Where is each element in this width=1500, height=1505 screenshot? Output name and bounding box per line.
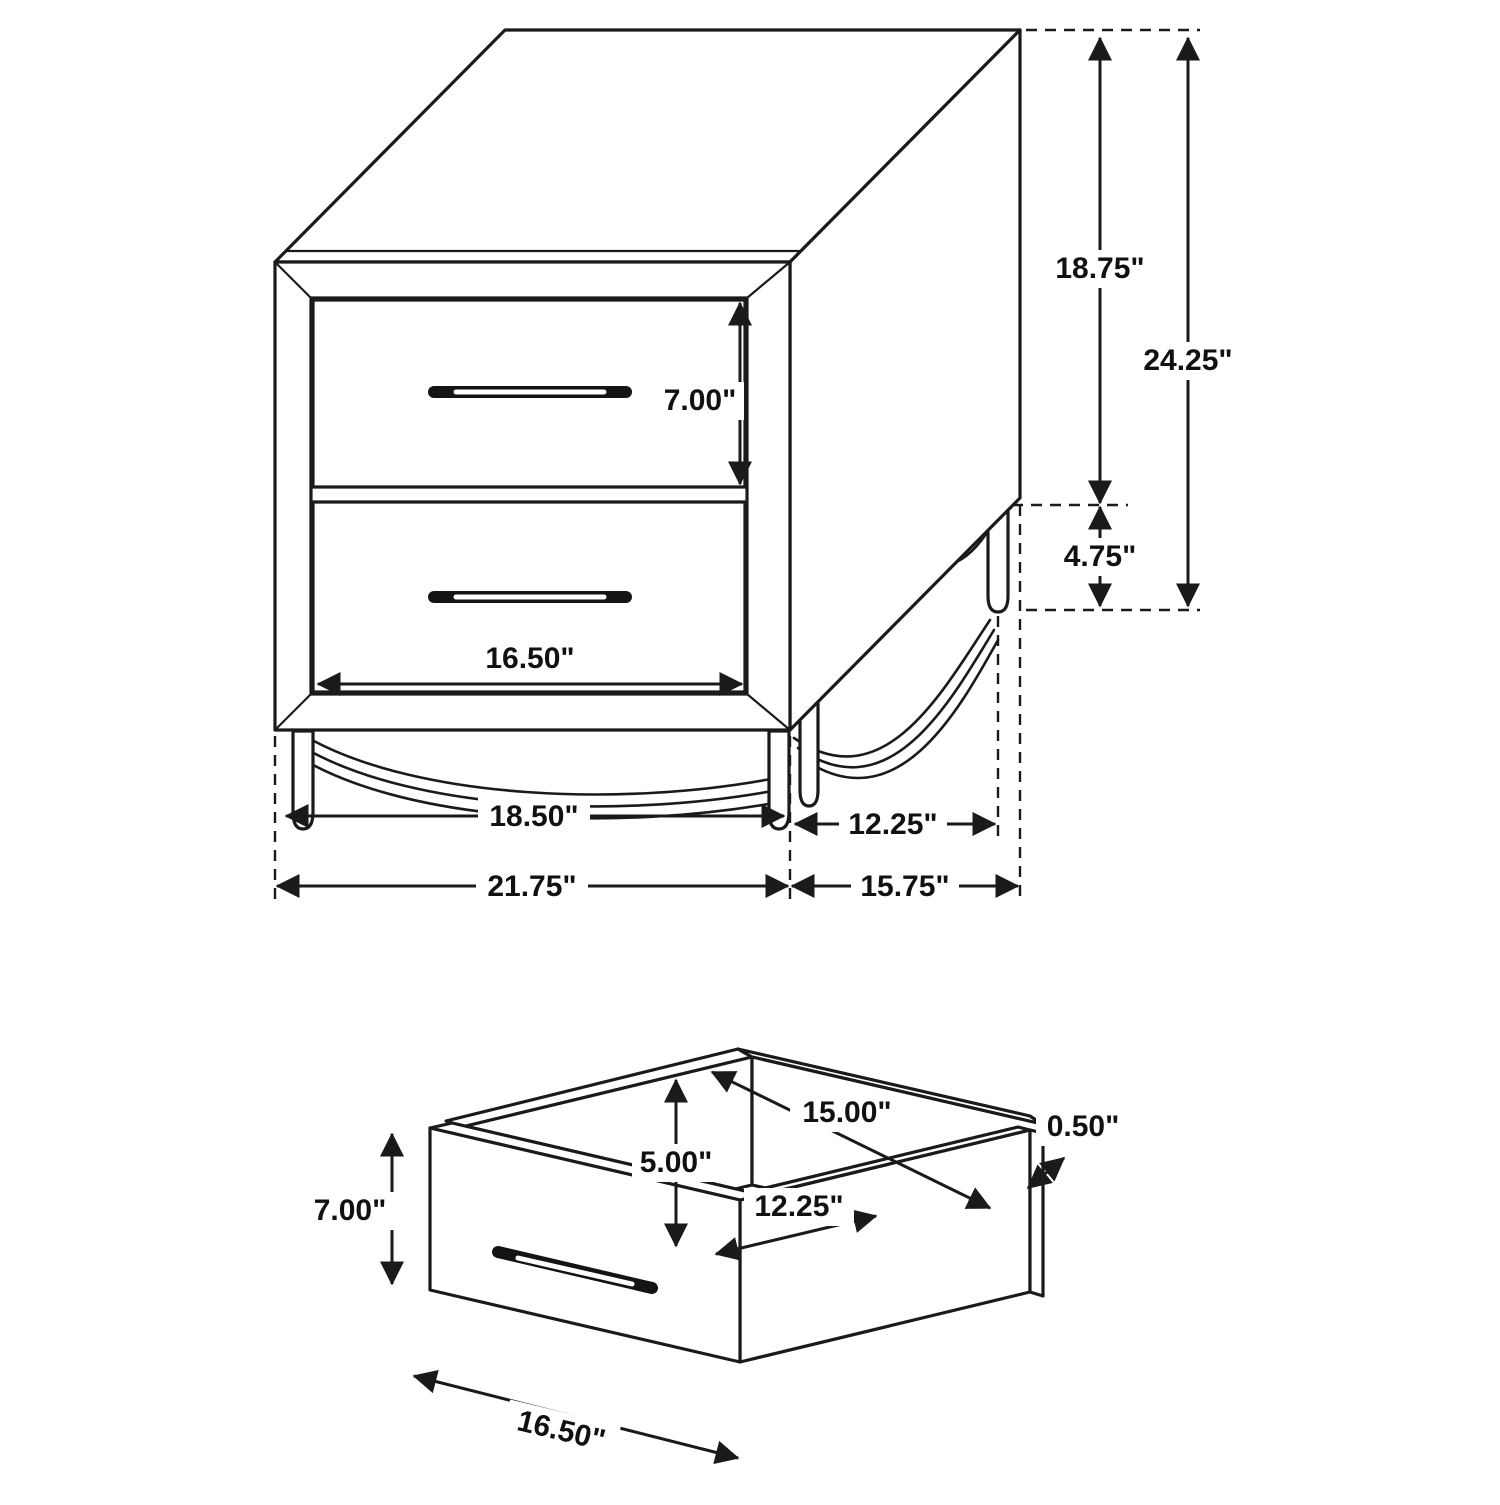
dim-drawer-width-label: 16.50" xyxy=(485,642,574,675)
front-right-leg xyxy=(767,729,791,831)
frame-miter-joints xyxy=(274,261,791,731)
drawer-panel-thickness-label: 0.50" xyxy=(1047,1110,1120,1143)
drawer-inner-width-label: 12.25" xyxy=(754,1190,843,1223)
drawer-dimension-labels: 7.00" 5.00" 15.00" 0.50" 12.25" 16.50" xyxy=(306,1094,1130,1464)
back-left-leg xyxy=(798,701,820,808)
dim-overall-depth-label: 15.75" xyxy=(860,870,949,903)
drawer-right-wall-endcap xyxy=(1028,1128,1045,1298)
drawer-front-height-label: 7.00" xyxy=(314,1194,387,1227)
dim-overall-width-label: 21.75" xyxy=(487,870,576,903)
drawer-handle xyxy=(492,1246,658,1294)
drawer-view: 7.00" 5.00" 15.00" 0.50" 12.25" 16.50" xyxy=(306,1047,1130,1465)
dim-overall-height-label: 24.25" xyxy=(1143,344,1232,377)
dim-leg-height-label: 4.75" xyxy=(1064,540,1137,573)
back-right-leg xyxy=(986,504,1010,614)
dim-line-drawer-inner-depth xyxy=(710,1070,992,1210)
dim-inner-depth-label: 12.25" xyxy=(848,808,937,841)
dim-drawer-front-height-label: 7.00" xyxy=(664,384,737,417)
dim-inner-width-label: 18.50" xyxy=(489,800,578,833)
drawer-inner-depth-label: 15.00" xyxy=(802,1096,891,1129)
front-left-leg xyxy=(291,729,315,831)
extension-lines xyxy=(273,28,1200,902)
dimension-labels: 18.75" 24.25" 4.75" 7.00" 16.50" 18.50" … xyxy=(474,250,1236,904)
dim-line-panel-thickness xyxy=(1026,1156,1066,1190)
dim-body-height-label: 18.75" xyxy=(1055,252,1144,285)
drawer-inner-height-label: 5.00" xyxy=(640,1146,713,1179)
nightstand-view: 18.75" 24.25" 4.75" 7.00" 16.50" 18.50" … xyxy=(273,28,1236,904)
